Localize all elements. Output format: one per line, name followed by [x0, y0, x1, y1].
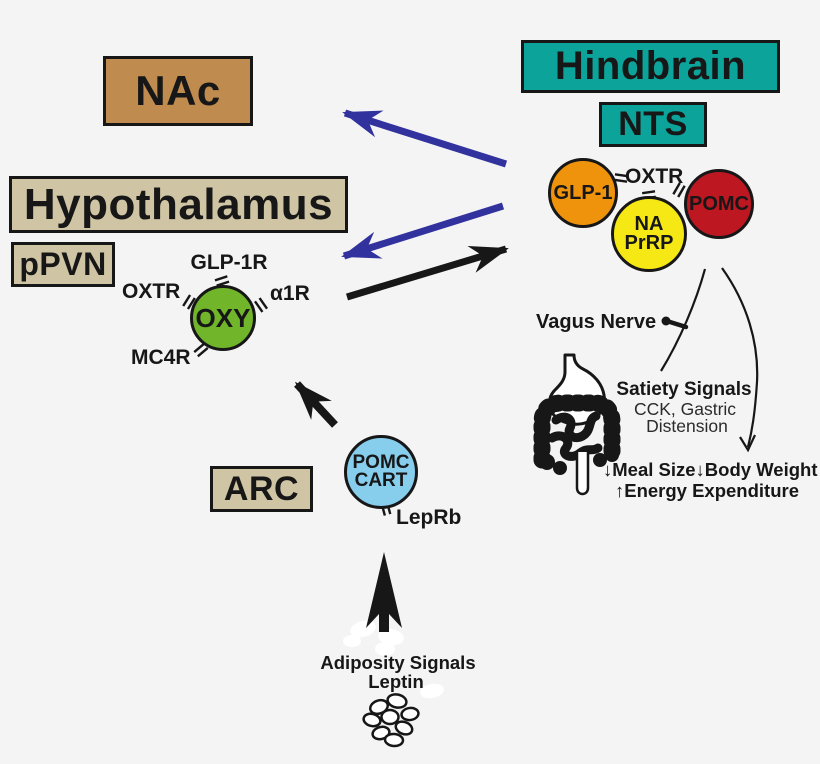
- tick-oxtr-pvn: [182, 294, 196, 310]
- neuron-circle-glp1: GLP-1: [548, 158, 618, 228]
- satiety-distension-label: Distension: [646, 416, 728, 436]
- outcome-arrowhead: [739, 434, 756, 453]
- region-box-arc: ARC: [210, 466, 313, 512]
- neuron-circle-oxy: OXY: [190, 285, 256, 351]
- haustra-bumps: [533, 394, 621, 469]
- outcome-energy-label: ↑Energy Expenditure: [614, 480, 799, 501]
- neuron-circle-na-prrp: NA PrRP: [611, 196, 687, 272]
- outcome-curve-line: [721, 267, 759, 448]
- adipocyte-cluster: [362, 693, 420, 748]
- neuron-label-oxy: OXY: [195, 302, 251, 333]
- receptor-label-a1r: α1R: [270, 282, 310, 305]
- vagus-nerve-pointer: [661, 316, 689, 330]
- vagal-afferent-line: [660, 268, 707, 372]
- region-box-ppvn: pPVN: [11, 242, 115, 287]
- satiety-signals-title: Satiety Signals: [616, 379, 752, 400]
- receptor-label-oxtr-nts: OXTR: [625, 165, 684, 188]
- arrow-nts-to-nac: [342, 109, 508, 168]
- neuron-label-prrp: PrRP: [624, 232, 674, 254]
- tick-oxtr-glp1: [614, 173, 628, 183]
- small-intestine-coil-1: [551, 411, 601, 443]
- neuron-circle-pomc-cart: POMC CART: [344, 435, 418, 509]
- tick-a1r: [253, 297, 269, 313]
- neuron-label-pomc-arc: POMC: [352, 451, 410, 473]
- tick-mc4r: [193, 342, 209, 358]
- tick-oxtr-pomc: [672, 182, 686, 198]
- receptor-label-glp1r: GLP-1R: [190, 251, 268, 274]
- receptor-label-leprb: LepRb: [396, 506, 462, 529]
- arrow-nts-to-pvn: [341, 202, 505, 260]
- region-box-nac: NAc: [103, 56, 253, 126]
- rectum-shape: [575, 452, 590, 496]
- arrow-oxy-to-hindbrain: [345, 245, 509, 301]
- leptin-label: Leptin: [368, 671, 424, 692]
- ghost-blobs: [343, 620, 444, 699]
- neuron-label-cart-arc: CART: [354, 470, 408, 491]
- region-box-hypothalamus: Hypothalamus: [9, 176, 348, 233]
- adiposity-signals-label: Adiposity Signals: [320, 652, 476, 673]
- vagus-nerve-label: Vagus Nerve: [536, 311, 657, 333]
- region-box-nts: NTS: [599, 102, 707, 147]
- neuron-label-na: NA: [634, 213, 664, 235]
- receptor-label-mc4r: MC4R: [131, 346, 191, 369]
- gi-tract-illustration: [533, 353, 621, 496]
- receptor-label-oxtr-pvn: OXTR: [122, 280, 181, 303]
- arrow-adiposity-to-leprb: [366, 552, 402, 632]
- neuron-circle-pomc-hindbrain: POMC: [684, 169, 754, 239]
- neuron-label-pomc-hindbrain: POMC: [689, 192, 749, 215]
- outcome-meal-bodyweight-label: ↓Meal Size↓Body Weight: [603, 459, 818, 480]
- satiety-cck-label: CCK, Gastric: [633, 399, 737, 419]
- arrow-arc-to-oxy: [294, 381, 338, 428]
- region-box-hindbrain: Hindbrain: [521, 40, 780, 93]
- small-intestine-coil-2: [547, 431, 603, 461]
- neuron-label-glp1: GLP-1: [553, 181, 613, 204]
